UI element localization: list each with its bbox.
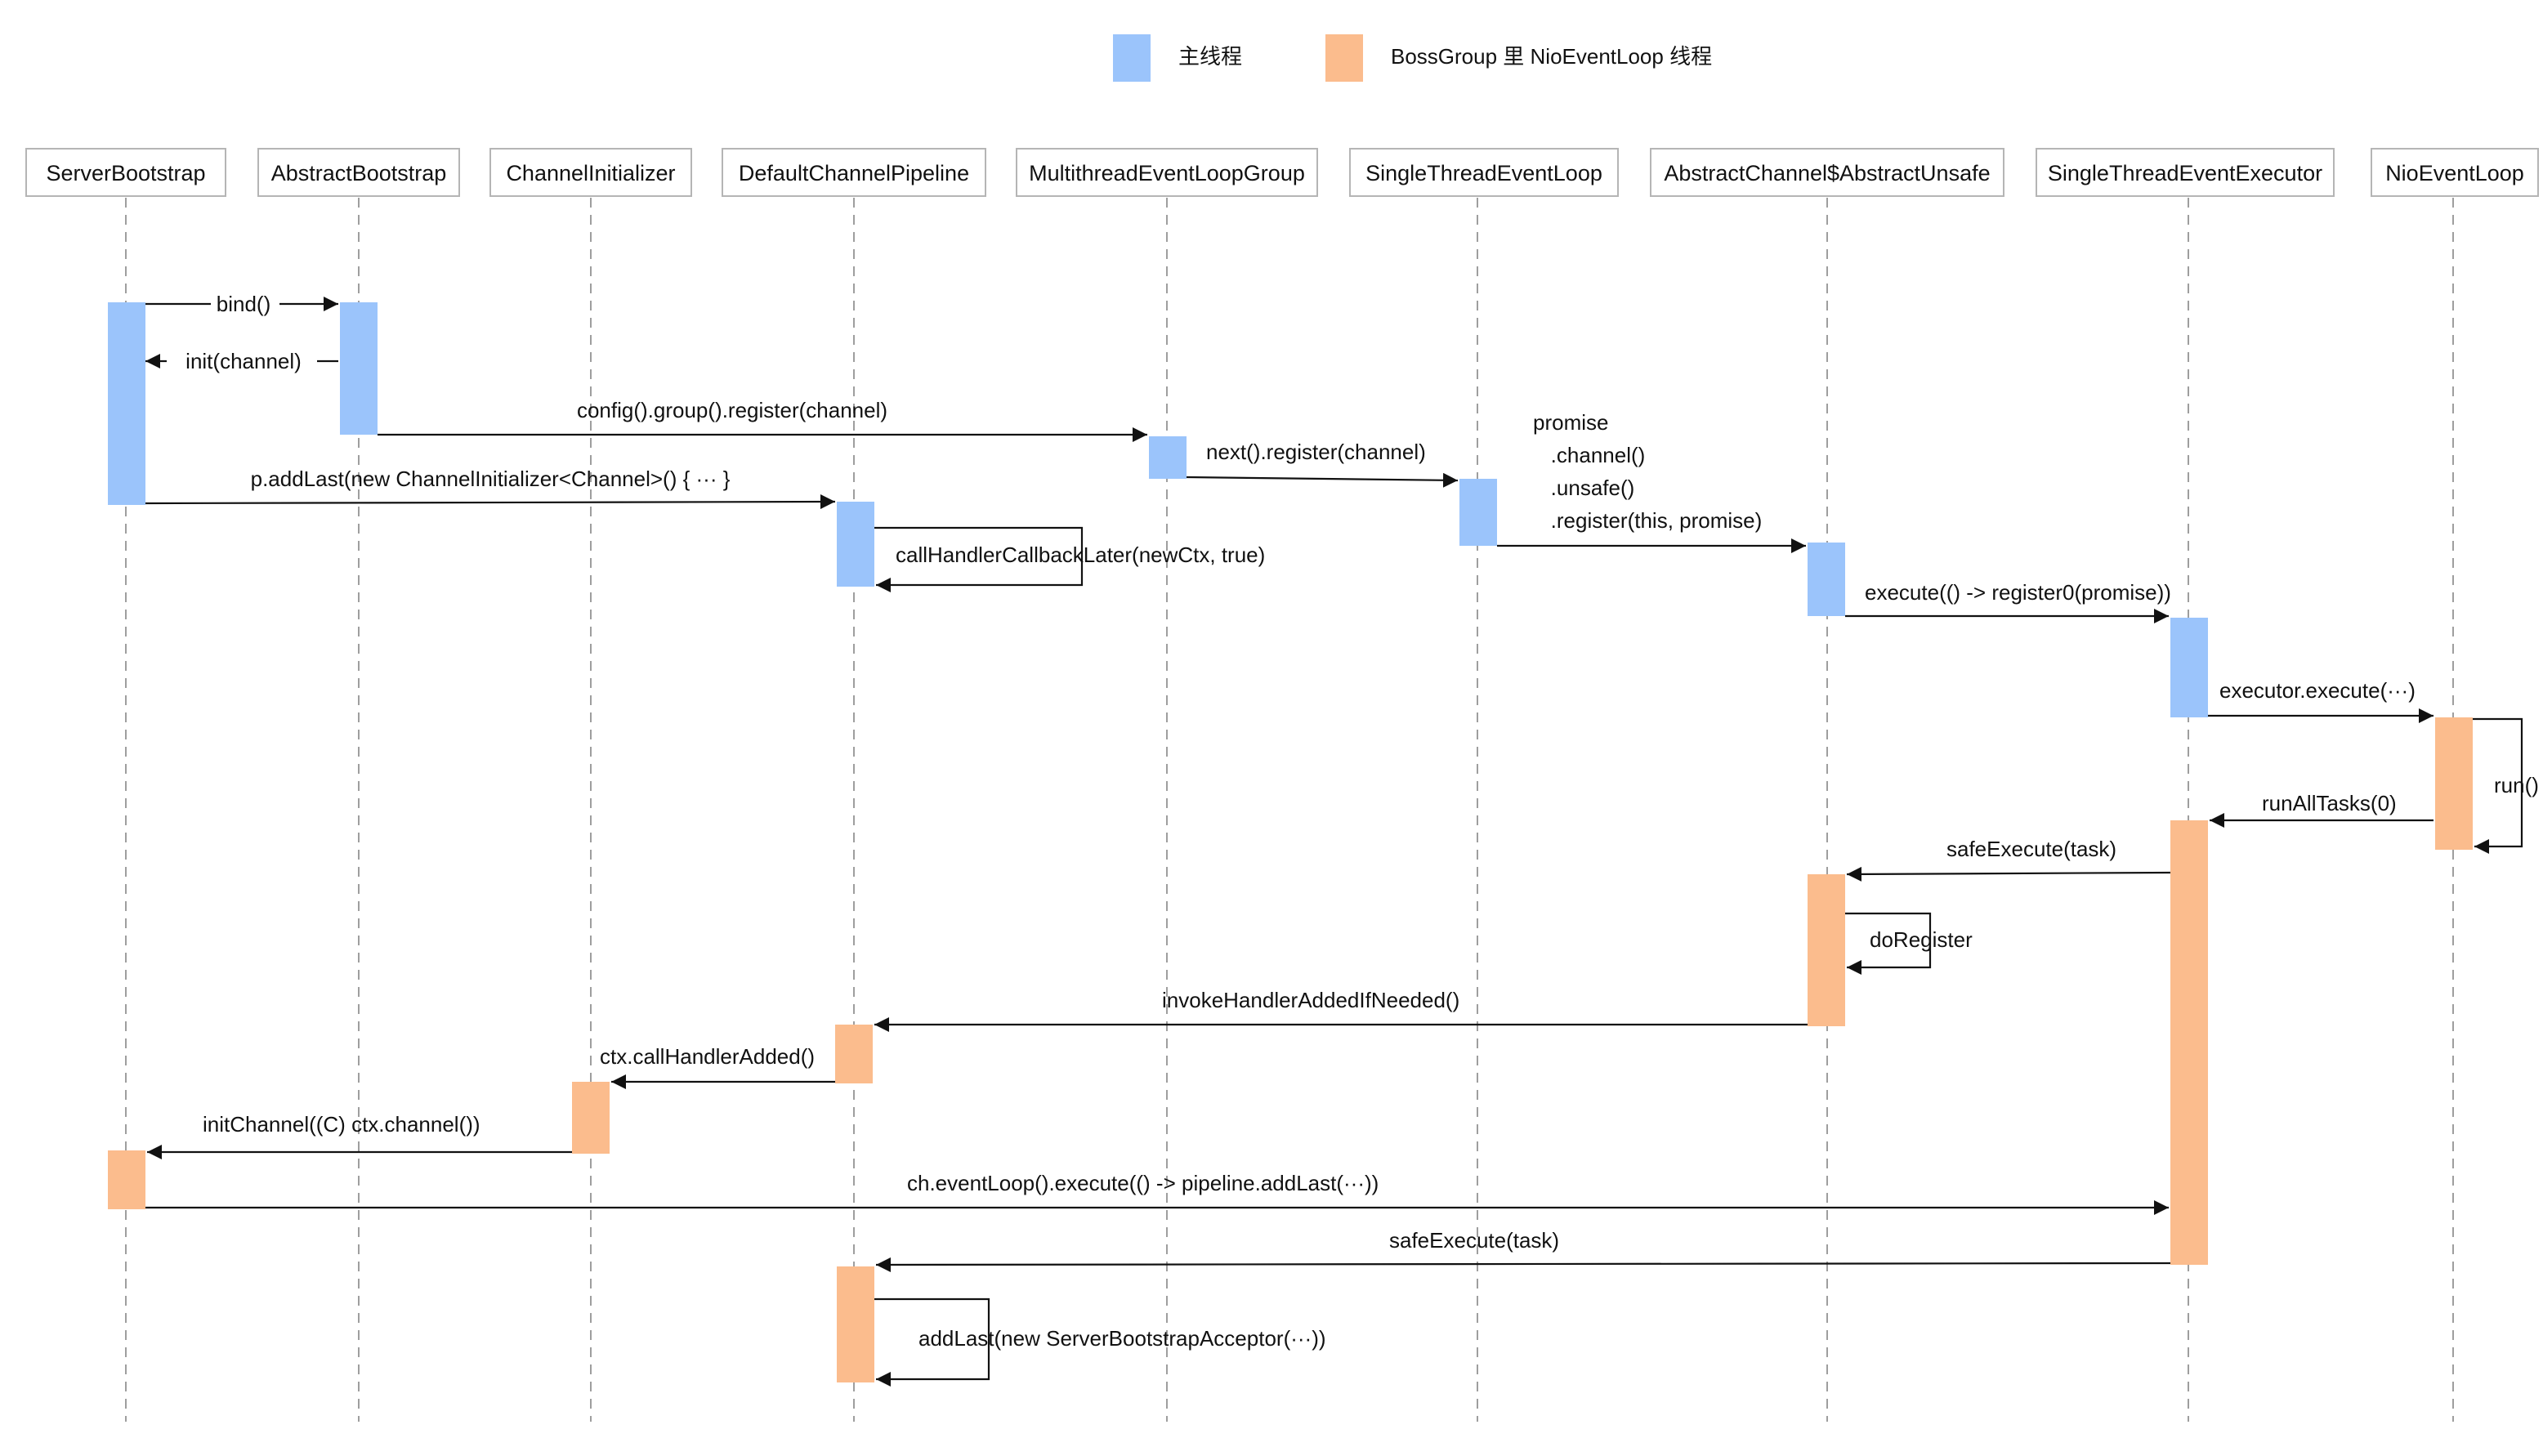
message-label: bind() <box>217 292 270 316</box>
participant-multithread-event-loop-group: MultithreadEventLoopGroup <box>1016 148 1318 197</box>
participant-label: ChannelInitializer <box>506 161 675 185</box>
message-bind: bind() <box>145 292 338 316</box>
activation-abstract-unsafe-boss <box>1808 874 1845 1026</box>
message-label: invokeHandlerAddedIfNeeded() <box>1162 988 1459 1012</box>
message-label: p.addLast(new ChannelInitializer<Channel… <box>251 467 731 491</box>
message-label: executor.execute(···) <box>2219 678 2416 703</box>
activation-event-executor-boss <box>2170 820 2208 1265</box>
message-next-register: next().register(channel) <box>1186 440 1459 488</box>
participant-abstract-bootstrap: AbstractBootstrap <box>257 148 460 197</box>
activation-abstract-unsafe-main <box>1808 543 1845 616</box>
message-invoke-handler-added: invokeHandlerAddedIfNeeded() <box>874 988 1808 1032</box>
participant-label: SingleThreadEventExecutor <box>2048 161 2322 185</box>
participant-abstract-unsafe: AbstractChannel$AbstractUnsafe <box>1650 148 2004 197</box>
activation-pipeline-main <box>837 502 874 587</box>
activation-server-bootstrap-main <box>108 302 145 505</box>
activation-abstract-bootstrap-main <box>340 302 378 435</box>
participant-label: DefaultChannelPipeline <box>739 161 969 185</box>
activation-event-loop-group-main <box>1149 436 1187 479</box>
message-run: run() <box>2473 717 2539 854</box>
messages: bind() init(channel) config().group().re… <box>145 292 2539 1387</box>
message-promise-register: promise .channel() .unsafe() .register(t… <box>1497 410 1806 553</box>
message-label: execute(() -> register0(promise)) <box>1865 580 2171 605</box>
message-call-handler-callback-later: callHandlerCallbackLater(newCtx, true) <box>874 526 1265 592</box>
message-add-last-acceptor: addLast(new ServerBootstrapAcceptor(···)… <box>874 1297 1326 1387</box>
message-label: promise <box>1533 410 1608 435</box>
participant-single-thread-event-loop: SingleThreadEventLoop <box>1349 148 1619 197</box>
message-add-last-initializer: p.addLast(new ChannelInitializer<Channel… <box>145 467 836 510</box>
message-safe-execute-1: safeExecute(task) <box>1846 837 2171 882</box>
message-label: init(channel) <box>185 349 302 373</box>
activation-nio-event-loop-boss <box>2435 717 2473 850</box>
activation-single-thread-event-loop-main <box>1459 479 1497 546</box>
activation-event-executor-main <box>2170 618 2208 717</box>
activation-channel-initializer-boss <box>572 1082 610 1154</box>
legend-swatch-boss-thread <box>1325 34 1363 82</box>
lifelines <box>125 198 2454 1422</box>
participant-nio-event-loop: NioEventLoop <box>2371 148 2539 197</box>
activations-boss-thread <box>108 717 2473 1382</box>
participant-single-thread-event-executor: SingleThreadEventExecutor <box>2036 148 2335 197</box>
message-run-all-tasks: runAllTasks(0) <box>2210 791 2434 828</box>
legend-label-boss-thread: BossGroup 里 NioEventLoop 线程 <box>1391 44 1712 69</box>
message-init-channel: init(channel) <box>145 349 338 373</box>
message-do-register: doRegister <box>1845 912 1973 975</box>
message-init-channel-ctx: initChannel((C) ctx.channel()) <box>147 1112 572 1159</box>
message-ctx-call-handler-added: ctx.callHandlerAdded() <box>600 1044 835 1089</box>
legend-swatch-main-thread <box>1113 34 1151 82</box>
message-label: run() <box>2494 773 2539 797</box>
message-label: config().group().register(channel) <box>577 398 887 422</box>
participant-label: SingleThreadEventLoop <box>1365 161 1602 185</box>
activation-pipeline-boss-2 <box>837 1266 874 1382</box>
participant-label: NioEventLoop <box>2385 161 2524 185</box>
message-event-loop-execute: ch.eventLoop().execute(() -> pipeline.ad… <box>145 1171 2169 1215</box>
message-label: safeExecute(task) <box>1389 1228 1559 1253</box>
legend: 主线程 BossGroup 里 NioEventLoop 线程 <box>1113 34 1712 82</box>
message-label: doRegister <box>1870 927 1973 952</box>
participant-label: ServerBootstrap <box>46 161 205 185</box>
message-label: ch.eventLoop().execute(() -> pipeline.ad… <box>907 1171 1379 1195</box>
message-label: runAllTasks(0) <box>2262 791 2397 815</box>
participant-channel-initializer: ChannelInitializer <box>489 148 692 197</box>
message-config-register: config().group().register(channel) <box>378 398 1147 442</box>
message-label: ctx.callHandlerAdded() <box>600 1044 815 1069</box>
message-label: addLast(new ServerBootstrapAcceptor(···)… <box>918 1326 1326 1351</box>
message-label: safeExecute(task) <box>1946 837 2116 861</box>
message-label: .register(this, promise) <box>1533 508 1762 533</box>
message-label: callHandlerCallbackLater(newCtx, true) <box>896 543 1265 567</box>
participant-label: MultithreadEventLoopGroup <box>1029 161 1305 185</box>
message-label: .unsafe() <box>1533 476 1634 500</box>
message-execute-register0: execute(() -> register0(promise)) <box>1845 580 2171 623</box>
message-label: next().register(channel) <box>1206 440 1426 464</box>
legend-label-main-thread: 主线程 <box>1178 44 1242 69</box>
message-safe-execute-2: safeExecute(task) <box>875 1228 2171 1272</box>
participant-label: AbstractChannel$AbstractUnsafe <box>1664 161 1990 185</box>
participant-server-bootstrap: ServerBootstrap <box>25 148 226 197</box>
participant-headers: ServerBootstrap AbstractBootstrap Channe… <box>25 148 2539 197</box>
message-label: .channel() <box>1533 443 1645 467</box>
message-label: initChannel((C) ctx.channel()) <box>203 1112 480 1137</box>
activation-server-bootstrap-boss <box>108 1150 145 1209</box>
participant-default-channel-pipeline: DefaultChannelPipeline <box>722 148 986 197</box>
participant-label: AbstractBootstrap <box>271 161 447 185</box>
activation-pipeline-boss-1 <box>835 1025 873 1083</box>
activations-main-thread <box>108 302 2208 717</box>
message-executor-execute: executor.execute(···) <box>2208 678 2434 723</box>
